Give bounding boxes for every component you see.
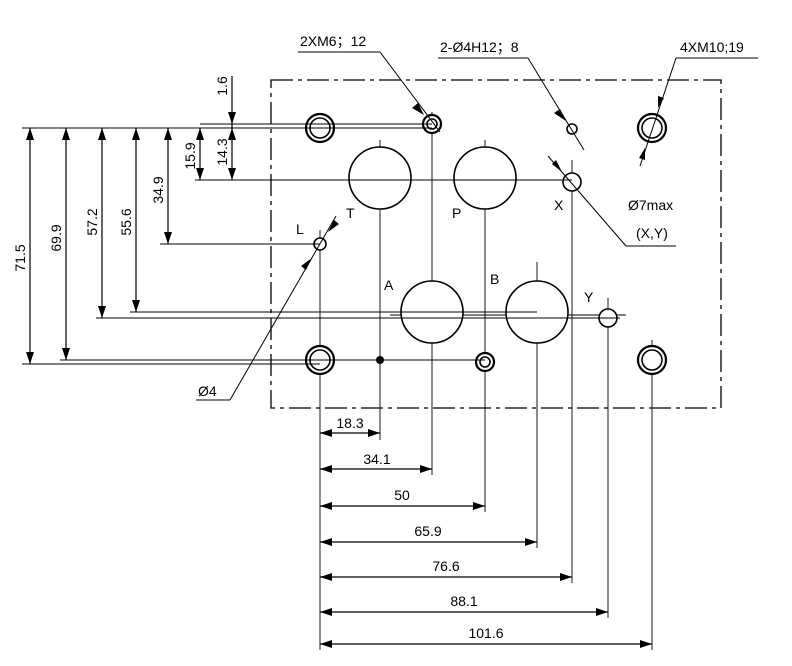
dim-18-3: 18.3 bbox=[336, 415, 363, 431]
port-label-y: Y bbox=[584, 289, 594, 305]
dim-71-5: 71.5 bbox=[12, 244, 28, 271]
dim-1-6: 1.6 bbox=[214, 76, 230, 96]
dim-88-1: 88.1 bbox=[450, 593, 477, 609]
dim-50: 50 bbox=[394, 487, 410, 503]
port-label-p: P bbox=[452, 205, 461, 221]
callout-d4: Ø4 bbox=[198, 383, 217, 399]
vertical-dimension-texts: 71.5 69.9 57.2 55.6 34.9 15.9 14.3 1.6 bbox=[12, 76, 230, 272]
extension-lines-horizontal bbox=[22, 123, 620, 365]
port-label-l: L bbox=[296, 221, 304, 237]
dim-101-6: 101.6 bbox=[468, 625, 503, 641]
callout-d4h12: 2-Ø4H12；8 bbox=[440, 39, 519, 56]
dim-14-3: 14.3 bbox=[214, 138, 230, 165]
vertical-dimension-lines bbox=[26, 76, 236, 364]
dim-76-6: 76.6 bbox=[432, 558, 459, 574]
port-label-b: B bbox=[490, 271, 499, 287]
horizontal-dimension-lines bbox=[320, 429, 652, 648]
plate-outline bbox=[270, 79, 722, 409]
callout-m6: 2XM6；12 bbox=[300, 33, 366, 50]
callout-m10: 4XM10;19 bbox=[680, 39, 744, 55]
dim-65-9: 65.9 bbox=[414, 523, 441, 539]
dim-55-6: 55.6 bbox=[118, 208, 134, 235]
port-p-hole bbox=[453, 146, 517, 210]
dim-15-9: 15.9 bbox=[182, 142, 198, 169]
port-labels: T L P X A B Y bbox=[296, 197, 594, 305]
leader-lines bbox=[196, 51, 758, 401]
dim-34-1: 34.1 bbox=[363, 451, 390, 467]
callout-d7max: Ø7max bbox=[628, 197, 673, 213]
dim-69-9: 69.9 bbox=[48, 224, 64, 251]
horizontal-dimension-texts: 18.3 34.1 50 65.9 76.6 88.1 101.6 bbox=[336, 415, 503, 641]
dim-57-2: 57.2 bbox=[84, 208, 100, 235]
port-x-hole bbox=[562, 172, 582, 192]
dim-34-9: 34.9 bbox=[150, 176, 166, 203]
callout-texts: 2XM6；12 2-Ø4H12；8 4XM10;19 Ø7max (X,Y) Ø… bbox=[198, 33, 744, 399]
callout-d7max-ports: (X,Y) bbox=[636, 225, 668, 241]
port-label-x: X bbox=[554, 197, 564, 213]
port-label-t: T bbox=[346, 205, 355, 221]
holes bbox=[304, 112, 668, 376]
d4h12-pin-hole bbox=[566, 123, 578, 135]
port-p-hole-left bbox=[348, 146, 412, 210]
port-label-a: A bbox=[384, 277, 394, 293]
